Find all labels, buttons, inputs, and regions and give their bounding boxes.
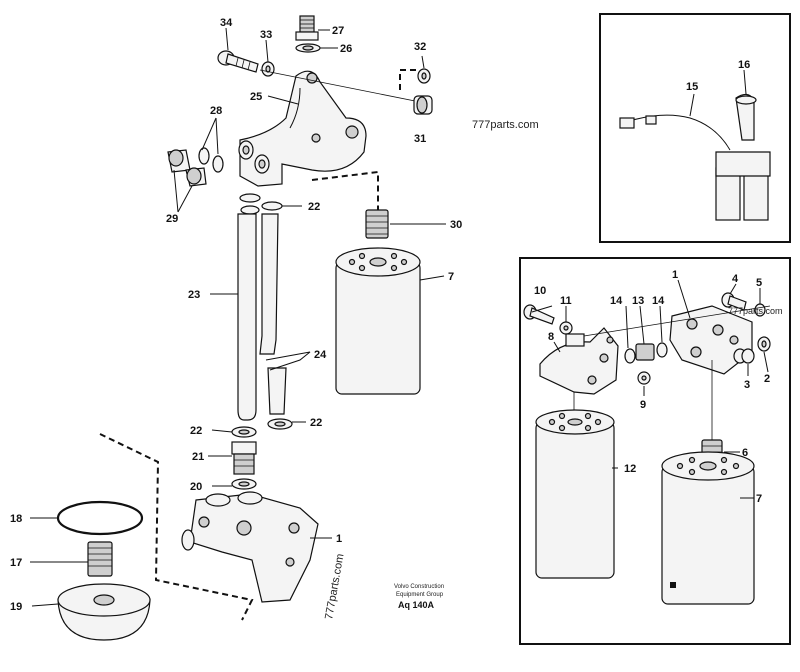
nipple-17: [87, 541, 113, 577]
pipe-24: [259, 213, 287, 415]
bolt-10: [523, 304, 555, 325]
filter-head-8: [539, 327, 619, 395]
plugs-29: [167, 149, 207, 187]
callout-31: 31: [414, 133, 426, 145]
o-ring-18: [56, 500, 144, 536]
filter-head-25: [238, 70, 367, 187]
callout-14-right: 14: [652, 295, 665, 307]
callout-34: 34: [220, 17, 233, 29]
pipe-23: [237, 213, 257, 421]
bolt-34: [217, 50, 259, 73]
callout-9: 9: [640, 399, 646, 411]
callout-16: 16: [738, 59, 750, 71]
union-21: [231, 441, 257, 475]
watermark-top: 777parts.com: [472, 119, 539, 131]
washer-26: [295, 43, 321, 53]
bolt-4: [721, 292, 747, 311]
leader-lines: [30, 27, 769, 607]
callout-21: 21: [192, 451, 204, 463]
spacer-31: [413, 95, 433, 115]
washer-3: [741, 348, 755, 364]
watermark-inset: 777parts.com: [728, 306, 783, 316]
washers-22-upper: [239, 193, 283, 215]
washer-2: [757, 336, 771, 352]
callout-7-main: 7: [448, 271, 454, 283]
caption-code: Aq 140A: [398, 600, 435, 610]
callout-5: 5: [756, 277, 762, 289]
callout-8: 8: [548, 331, 554, 343]
callout-24: 24: [314, 349, 327, 361]
filter-cartridge-7-inset: [661, 451, 755, 605]
dashed-leader-lower: [99, 433, 254, 621]
fittings-13-14: [624, 342, 668, 364]
callout-22-left: 22: [190, 425, 202, 437]
callout-19: 19: [10, 601, 22, 613]
callout-12: 12: [624, 463, 636, 475]
washer-9: [637, 371, 651, 385]
callout-13: 13: [632, 295, 644, 307]
caption-line-1: Volvo Construction: [394, 584, 444, 590]
callout-27: 27: [332, 25, 344, 37]
washer-20: [231, 478, 257, 490]
callout-3: 3: [744, 379, 750, 391]
callout-26: 26: [340, 43, 352, 55]
base-19: [57, 583, 151, 641]
callout-20: 20: [190, 481, 202, 493]
callout-11: 11: [560, 295, 572, 307]
filter-cartridge-12: [535, 409, 615, 579]
callout-15: 15: [686, 81, 698, 93]
washer-32: [417, 68, 431, 84]
callout-18: 18: [10, 513, 22, 525]
callout-23: 23: [188, 289, 200, 301]
callout-14-left: 14: [610, 295, 623, 307]
callout-7-inset: 7: [756, 493, 762, 505]
inset-frame-bottom: [519, 257, 791, 645]
callout-labels: 34 33 27 26 32 25 31 28 29 22 30 23 7 24…: [10, 17, 770, 613]
callout-29: 29: [166, 213, 178, 225]
dashed-leader-head: [311, 170, 379, 210]
plug-27: [295, 15, 319, 41]
callout-22-right: 22: [310, 417, 322, 429]
callout-6: 6: [742, 447, 748, 459]
nipple-30: [365, 209, 389, 239]
callout-22-upper: 22: [308, 201, 320, 213]
callout-30: 30: [450, 219, 462, 231]
filter-head-1-inset: [669, 305, 753, 375]
callout-1-main: 1: [336, 533, 342, 545]
caption-line-2: Equipment Group: [396, 592, 444, 598]
callout-28: 28: [210, 105, 222, 117]
watermark-vertical: 777parts.com: [323, 553, 346, 621]
callout-10: 10: [534, 285, 546, 297]
filter-cartridge-7: [335, 247, 421, 395]
washer-33: [261, 61, 275, 77]
washer-22-right: [267, 418, 293, 430]
callout-4: 4: [732, 273, 739, 285]
bracket-1-lower: [181, 491, 319, 603]
callout-25: 25: [250, 91, 262, 103]
callout-1-inset: 1: [672, 269, 678, 281]
washers-28: [198, 147, 224, 173]
washer-11: [559, 321, 573, 335]
callout-2: 2: [764, 373, 770, 385]
inset-frame-top: [599, 13, 791, 243]
washer-22-left: [231, 426, 257, 438]
dashed-leader-32: [399, 69, 416, 94]
callout-32: 32: [414, 41, 426, 53]
callout-17: 17: [10, 557, 22, 569]
callout-33: 33: [260, 29, 272, 41]
